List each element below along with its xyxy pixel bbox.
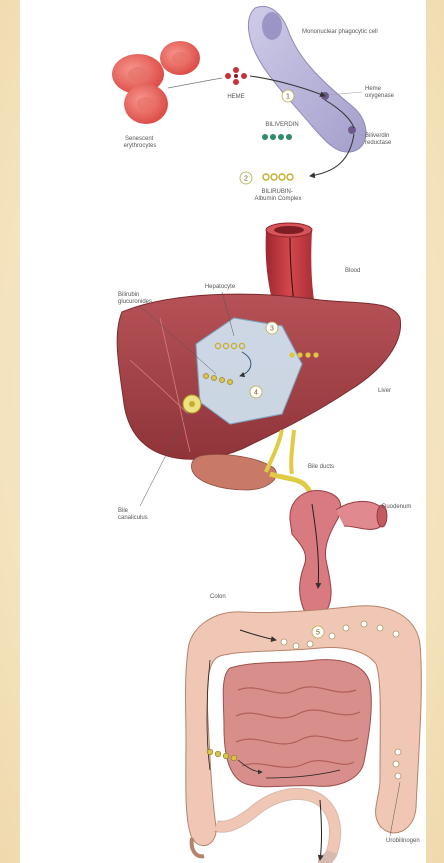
step-2-number: 2 — [244, 176, 248, 183]
biliverdin-molecule-icon — [262, 134, 292, 140]
label-bile-canaliculus: Bile canaliculus — [118, 508, 148, 521]
label-liver: Liver — [378, 388, 391, 394]
step-4-number: 4 — [254, 390, 258, 397]
label-duodenum: Duodenum — [382, 504, 411, 510]
small-intestine — [223, 660, 371, 787]
label-biliverdin: BILIVERDIN — [265, 122, 298, 128]
step-3-number: 3 — [270, 326, 274, 333]
label-blood: Blood — [345, 268, 360, 274]
gallbladder — [191, 455, 276, 491]
label-biliverdin-reductase: Biliverdin reductase — [365, 133, 392, 146]
bilirubin-albumin-icon — [263, 174, 293, 180]
senescent-erythrocytes — [112, 41, 200, 124]
arrow-erythrocytes-to-heme — [168, 78, 222, 88]
step-1-number: 1 — [286, 94, 290, 101]
label-mononuclear-phagocytic-cell: Mononuclear phagocytic cell — [302, 29, 378, 35]
label-colon: Colon — [210, 594, 226, 600]
label-bilirubin-glucuronides: Bilirubin glucuronides — [118, 292, 152, 305]
duodenum — [290, 490, 387, 618]
label-heme: HEME — [227, 94, 244, 100]
label-senescent-erythrocytes: Senescent erythrocytes — [124, 136, 157, 149]
diagram-panel: Mononuclear phagocytic cell Senescent er… — [20, 0, 426, 863]
label-urobilinogen: Urobilinogen — [386, 838, 420, 844]
bile-canaliculus — [183, 395, 201, 413]
bilirubin-metabolism-diagram: Mononuclear phagocytic cell Senescent er… — [20, 0, 426, 863]
label-hepatocyte: Hepatocyte — [205, 284, 236, 290]
label-bile-ducts: Bile ducts — [308, 464, 334, 470]
label-bilirubin-albumin-complex: BILIRUBIN- Albumin Complex — [254, 189, 301, 202]
label-heme-oxygenase: Heme oxygenase — [365, 86, 395, 99]
heme-molecule-icon — [225, 67, 247, 85]
step-5-number: 5 — [316, 630, 320, 637]
